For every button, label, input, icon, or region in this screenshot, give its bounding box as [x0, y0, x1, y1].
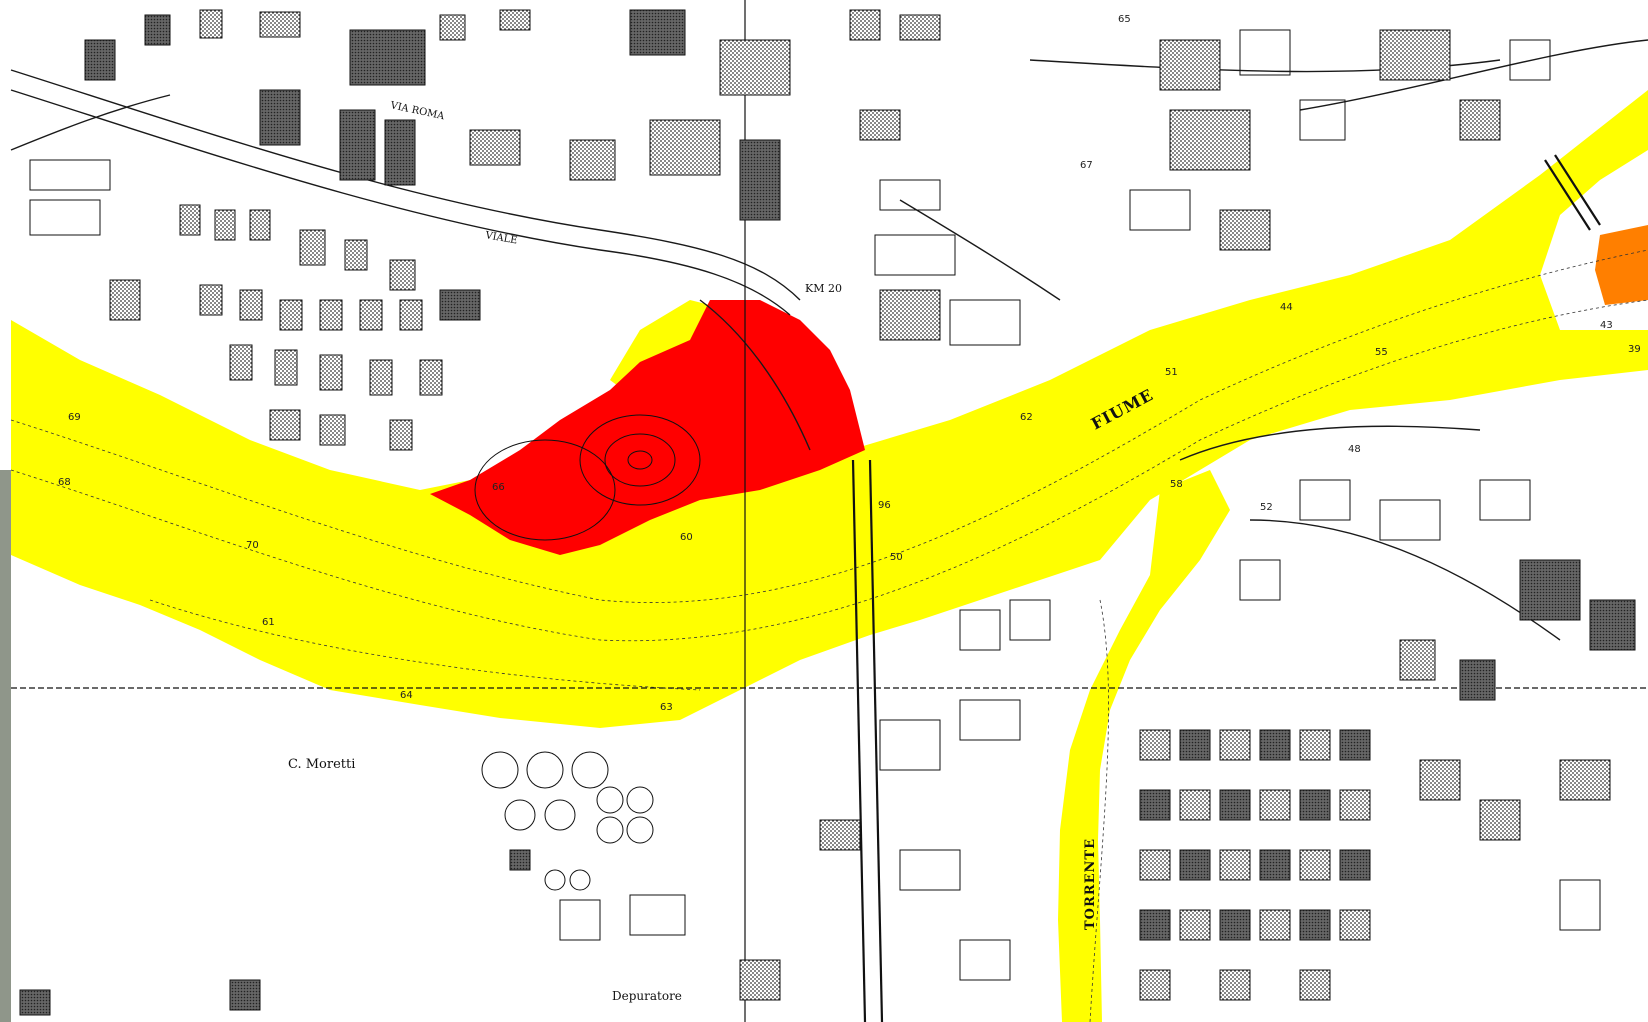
- map-edge-strip: [0, 470, 11, 1022]
- label-street-1: VIA ROMA: [388, 100, 446, 123]
- elevation-label: 48: [1348, 444, 1361, 455]
- elevation-label: 69: [68, 412, 81, 423]
- elevation-label: 58: [1170, 479, 1183, 490]
- bridge-railway: [851, 154, 1601, 1022]
- elevation-label: 70: [246, 540, 259, 551]
- elevation-label: 67: [1080, 160, 1093, 171]
- label-road-km: KM 20: [805, 282, 842, 295]
- elevation-label: 96: [878, 500, 891, 511]
- label-treatment-plant: Depuratore: [612, 989, 682, 1003]
- flood-zone-tributary: [1058, 470, 1230, 1022]
- elevation-label: 63: [660, 702, 673, 713]
- elevation-label: 50: [890, 552, 903, 563]
- elevation-label: 62: [1020, 412, 1033, 423]
- treatment-tanks: [481, 751, 654, 891]
- label-street-2: VIALE: [483, 230, 518, 247]
- medium-risk-zone: [1595, 225, 1648, 305]
- buildings-south: [19, 599, 1051, 1016]
- flood-zone-main-river: [11, 90, 1648, 728]
- elevation-label: 43: [1600, 320, 1613, 331]
- elevation-label: 61: [262, 617, 275, 628]
- label-river-tributary: TORRENTE: [1083, 838, 1098, 930]
- high-risk-zone: [430, 300, 865, 555]
- elevation-label: 60: [680, 532, 693, 543]
- spot-elevations: 69 68 70 61 64 63 66 60 96 62 58 67 65 4…: [58, 14, 1641, 713]
- elevation-label: 64: [400, 690, 413, 701]
- elevation-label: 65: [1118, 14, 1131, 25]
- elevation-label: 51: [1165, 367, 1178, 378]
- elevation-label: 39: [1628, 344, 1641, 355]
- elevation-label: 55: [1375, 347, 1388, 358]
- label-farm: C. Moretti: [288, 757, 355, 772]
- river-contours: [10, 249, 1648, 1022]
- buildings-southeast: [1139, 479, 1636, 1001]
- buildings-northeast: [849, 9, 1551, 346]
- elevation-label: 68: [58, 477, 71, 488]
- elevation-label: 52: [1260, 502, 1273, 513]
- elevation-label: 66: [492, 482, 505, 493]
- elevation-label: 44: [1280, 302, 1293, 313]
- stadium-outline: [474, 414, 701, 541]
- buildings-north: [29, 9, 791, 451]
